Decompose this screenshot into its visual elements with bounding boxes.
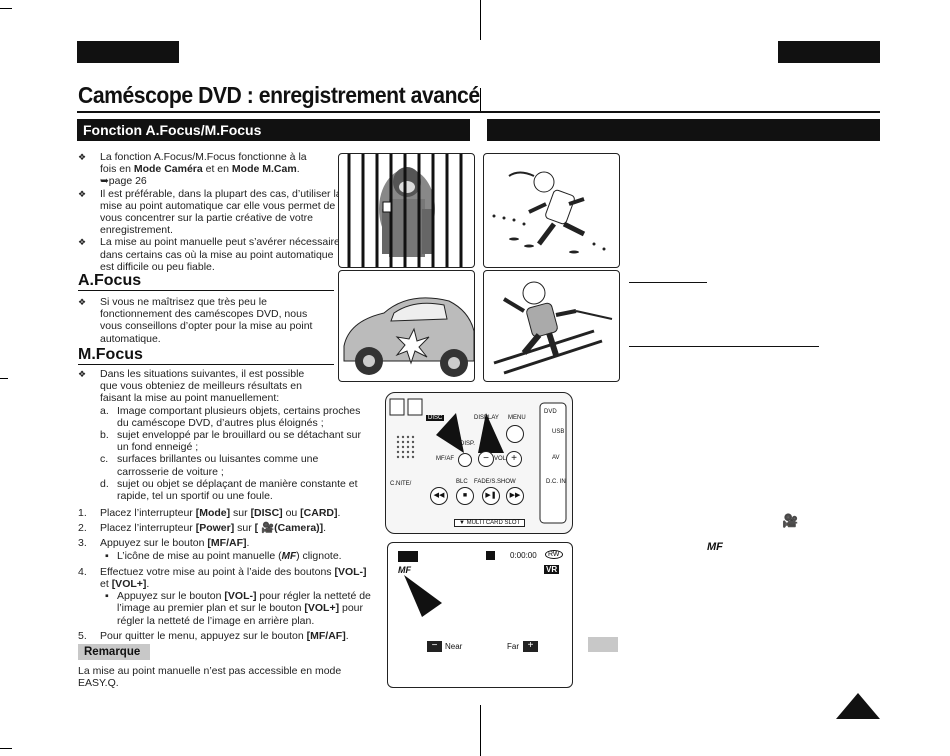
square-bullet-icon: ▪ xyxy=(105,590,109,603)
menu-button[interactable] xyxy=(506,425,524,443)
illustration-skier xyxy=(483,270,620,382)
lcd-screen: 0:00:00 RW MF VR − Near Far + xyxy=(387,542,573,688)
blc-label: BLC xyxy=(456,479,468,485)
afocus-heading: A.Focus xyxy=(78,272,142,289)
near-minus-icon: − xyxy=(427,641,442,652)
manual-focus-icon: MF xyxy=(281,550,297,562)
right-rule-1 xyxy=(629,282,707,283)
step-3-detail: ▪ L’icône de mise au point manuelle (MF)… xyxy=(105,549,342,562)
title-rule xyxy=(77,111,880,113)
camcorder-panel: DISC DISPLAY MENU DVD USB AV D.C. IN DIS… xyxy=(385,392,573,534)
step-2: 2. Placez l’interrupteur [Power] sur [ 🎥… xyxy=(78,522,327,535)
diamond-bullet-icon: ❖ xyxy=(78,152,87,162)
remarque-label: Remarque xyxy=(78,644,150,660)
intro-bullet-2: ❖ Il est préférable, dans la plupart des… xyxy=(78,187,342,237)
usb-label: USB xyxy=(552,429,565,435)
lcd-far-label: Far xyxy=(507,642,519,651)
stop-button[interactable]: ■ xyxy=(456,487,474,505)
intro-bullet-3: ❖ La mise au point manuelle peut s’avére… xyxy=(78,236,340,273)
far-plus-icon: + xyxy=(523,641,538,652)
camcorder-body-drawing xyxy=(389,398,567,524)
square-bullet-icon: ▪ xyxy=(105,549,109,562)
skier-image xyxy=(493,281,613,375)
right-rule-2 xyxy=(629,346,819,347)
illustration-snow-runner xyxy=(483,153,620,268)
section-title-right xyxy=(487,119,880,141)
illustration-gorilla-cage xyxy=(338,153,475,268)
remarque-text: La mise au point manuelle n’est pas acce… xyxy=(78,665,342,690)
steps-list: 1. Placez l’interrupteur [Mode] sur [DIS… xyxy=(78,507,374,642)
pointer-arrow-icon xyxy=(404,575,442,617)
diamond-bullet-icon: ❖ xyxy=(78,188,87,199)
gutter-line-lower xyxy=(480,88,481,112)
disp-label: DISP. xyxy=(460,441,475,447)
menu-label: MENU xyxy=(508,415,526,421)
gutter-line-bottom xyxy=(480,705,481,756)
multi-card-slot-label: ▼ MULTI CARD SLOT xyxy=(454,519,526,527)
lcd-near-label: Near xyxy=(445,642,463,651)
person-running-in-snow-image xyxy=(492,171,606,254)
page-reference: ➥page 26 xyxy=(100,175,147,188)
dc-in-label: D.C. IN xyxy=(546,479,566,485)
crop-mark-mid-left xyxy=(0,378,8,379)
shiny-car-image xyxy=(343,297,474,377)
mfocus-case-b: b.sujet enveloppé par le brouillard ou s… xyxy=(100,429,361,454)
diamond-bullet-icon: ❖ xyxy=(78,237,87,248)
mfaf-button[interactable] xyxy=(458,453,472,467)
next-page-arrow-icon[interactable] xyxy=(836,693,880,719)
diamond-bullet-icon: ❖ xyxy=(78,297,87,307)
section-title-focus: Fonction A.Focus/M.Focus xyxy=(77,119,470,141)
av-label: AV xyxy=(552,455,560,461)
vol-label: VOL xyxy=(494,456,507,462)
lcd-manual-focus-icon: MF xyxy=(398,565,411,575)
rewind-button[interactable]: ◀◀ xyxy=(430,487,448,505)
afocus-rule xyxy=(78,290,334,291)
right-note-label xyxy=(588,637,618,652)
play-pause-button[interactable]: ▶❚ xyxy=(482,487,500,505)
lcd-disc-badge: RW xyxy=(545,550,563,559)
language-tab-left xyxy=(77,41,179,63)
disc-icon xyxy=(486,551,495,560)
cnite-label: C.NITE/ xyxy=(390,481,412,487)
lcd-quality-badge: VR xyxy=(544,565,560,574)
step-3: 3. Appuyez sur le bouton [MF/AF]. xyxy=(78,537,250,550)
mfocus-text: ❖ Dans les situations suivantes, il est … xyxy=(78,368,370,502)
vol-minus-button[interactable]: − xyxy=(478,451,494,467)
page-title: Caméscope DVD : enregistrement avancé xyxy=(78,82,480,108)
mfocus-heading: M.Focus xyxy=(78,346,143,363)
mfocus-case-d: d.sujet ou objet se déplaçant de manière… xyxy=(100,477,358,503)
fast-forward-button[interactable]: ▶▶ xyxy=(506,487,524,505)
mfocus-rule xyxy=(78,364,334,365)
step-1: 1. Placez l’interrupteur [Mode] sur [DIS… xyxy=(78,507,341,519)
intro-bullets: ❖ La fonction A.Focus/M.Focus fonctionne… xyxy=(78,151,342,273)
step-4: 4. Effectuez votre mise au point à l’aid… xyxy=(78,565,367,591)
step-5: 5. Pour quitter le menu, appuyez sur le … xyxy=(78,629,349,642)
manual-focus-icon-right: MF xyxy=(707,541,723,553)
gorilla-behind-bars-image xyxy=(347,154,463,267)
display-label: DISPLAY xyxy=(474,415,499,421)
fade-label: FADE/S.SHOW xyxy=(474,479,516,485)
mfaf-label: MF/AF xyxy=(436,456,454,462)
dvd-label: DVD xyxy=(544,409,557,415)
illustration-shiny-car xyxy=(338,270,475,382)
language-tab-right xyxy=(778,41,880,63)
vol-plus-button[interactable]: + xyxy=(506,451,522,467)
step-4-detail: ▪ Appuyez sur le bouton [VOL-] pour régl… xyxy=(105,590,371,627)
lcd-time: 0:00:00 xyxy=(510,551,537,560)
diamond-bullet-icon: ❖ xyxy=(78,369,87,379)
afocus-text: ❖ Si vous ne maîtrisez que très peu le f… xyxy=(78,296,313,345)
camera-mode-icon: 🎥 xyxy=(782,513,799,528)
mfocus-case-a: a.Image comportant plusieurs objets, cer… xyxy=(100,404,361,429)
crop-mark-bottom-left xyxy=(0,748,12,749)
intro-bullet-1: ❖ La fonction A.Focus/M.Focus fonctionne… xyxy=(78,151,307,188)
gutter-line xyxy=(480,0,481,40)
disc-label: DISC xyxy=(426,415,445,421)
crop-mark-top-left xyxy=(0,8,12,9)
mfocus-case-c: c.surfaces brillantes ou luisantes comme… xyxy=(100,453,319,478)
battery-icon xyxy=(398,551,418,562)
